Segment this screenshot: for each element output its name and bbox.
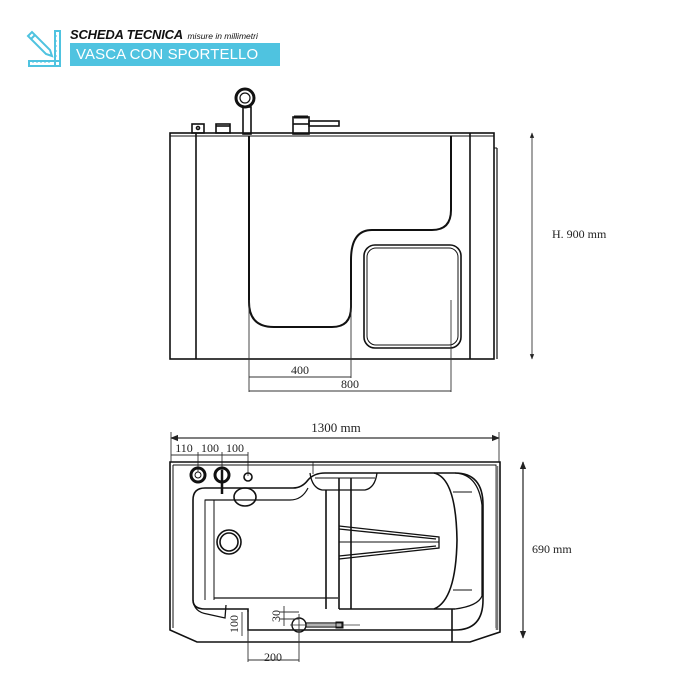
- ruler-pencil-icon: [26, 30, 61, 67]
- tap-knob-2: [213, 466, 231, 494]
- faucet-icon: [292, 115, 340, 135]
- tub-outline-top: [169, 461, 501, 643]
- product-name-banner: VASCA CON SPORTELLO: [70, 43, 280, 66]
- width-label: 1300 mm: [311, 420, 360, 435]
- door-window: [363, 244, 462, 349]
- control-knob-1: [191, 123, 205, 134]
- depth-label: 690 mm: [532, 542, 572, 556]
- title-main: SCHEDA TECNICA: [70, 27, 184, 42]
- tap-knob-1: [189, 466, 207, 484]
- control-knob-2: [215, 123, 231, 134]
- dim-200: 200: [264, 650, 282, 664]
- door-outline: [248, 136, 452, 328]
- dim-800: 800: [341, 377, 359, 391]
- top-view: [169, 461, 501, 643]
- dim-100-side: 100: [227, 615, 241, 633]
- side-dimensions: [248, 132, 535, 392]
- header: SCHEDA TECNICA misure in millimetri VASC…: [24, 24, 324, 70]
- side-view: [169, 87, 498, 360]
- dim-400: 400: [291, 363, 309, 377]
- tub-body-side: [169, 132, 495, 360]
- dim-110: 110: [175, 441, 193, 455]
- title-units-note: misure in millimetri: [187, 31, 258, 41]
- sheet-title: SCHEDA TECNICA misure in millimetri: [70, 26, 258, 44]
- dim-100-a: 100: [201, 441, 219, 455]
- drain-icon: [216, 529, 242, 555]
- dim-100-b: 100: [226, 441, 244, 455]
- seat-wedge: [338, 525, 440, 560]
- hand-shower-icon: [234, 87, 256, 135]
- height-label: H. 900 mm: [552, 227, 607, 241]
- backrest-curve: [433, 472, 458, 610]
- dim-30: 30: [269, 610, 283, 622]
- bottom-dimensions: [241, 606, 360, 662]
- hand-shower-holder: [233, 472, 257, 507]
